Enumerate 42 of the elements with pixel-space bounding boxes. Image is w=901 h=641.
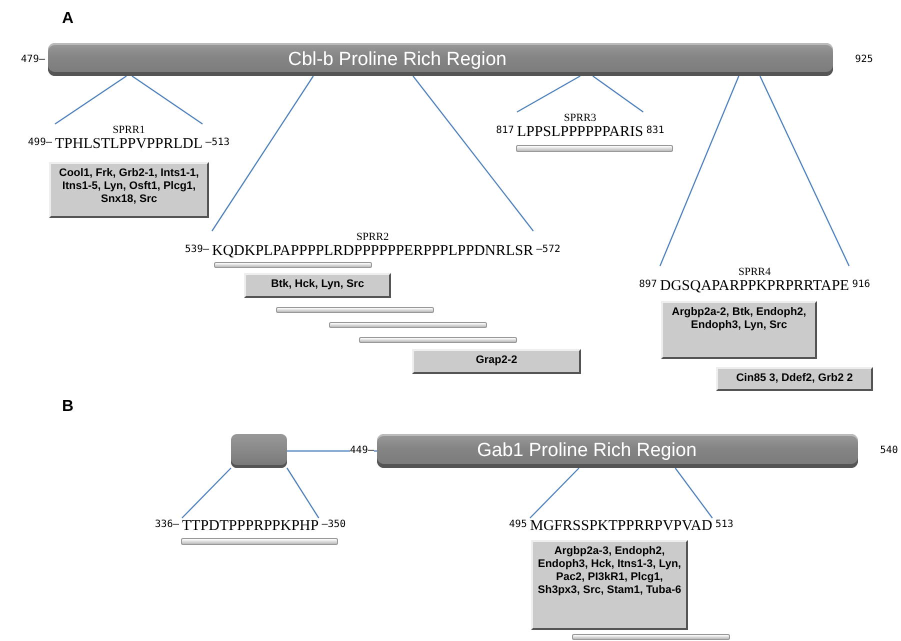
sequence-text: DGSQAPARPPKPRPRRTAPE	[660, 278, 850, 294]
peptide-bar	[359, 337, 517, 343]
binding-partner-box: Grap2-2	[412, 349, 581, 374]
binding-partner-box: Cool1, Frk, Grb2-1, Ints1-1, Itns1-5, Lyn, Osft1, Plcg1, Snx18, Src	[49, 162, 209, 218]
connector-line	[182, 468, 232, 518]
connector-line	[132, 76, 203, 124]
binding-partner-box: Argbp2a-2, Btk, Endoph2, Endoph3, Lyn, Src	[661, 301, 817, 359]
motif-label: SPRR1	[112, 124, 146, 136]
peptide-bar	[516, 145, 673, 152]
protein-region-bar: Gab1 Proline Rich Region	[377, 434, 858, 468]
motif-label: SPRR4	[737, 266, 772, 278]
residue-number: 925	[855, 54, 874, 66]
protein-region-bar: Cbl-b Proline Rich Region	[48, 43, 833, 76]
connector-line	[412, 76, 534, 232]
binding-partner-box: Argbp2a-3, Endoph2, Endoph3, Hck, Itns1-3, Lyn, Pac2, PI3kR1, Plcg1, Sh3px3, Src, Stam1, Tuba-6	[531, 540, 688, 630]
sequence-text: TTPDTPPPRPPKPHP	[182, 518, 319, 534]
peptide-bar	[276, 307, 434, 313]
domain-block	[231, 434, 287, 468]
connector-line	[212, 76, 314, 232]
peptide-bar	[329, 322, 487, 328]
connector-line	[286, 468, 320, 518]
connector-line	[54, 76, 127, 124]
residue-number: 479–	[20, 54, 45, 66]
binding-partner-box: Cin85 3, Ddef2, Grb2 2	[716, 367, 873, 391]
motif-label: SPRR3	[562, 112, 598, 124]
connector-line	[674, 468, 713, 518]
sequence-text: MGFRSSPKTPPRRPVPVAD	[530, 518, 712, 534]
sequence-text: LPPSLPPPPPPARIS	[517, 124, 644, 140]
sequence-text: KQDKPLPAPPPPLRDPPPPPPERPPPLPPDNRLSR	[212, 243, 534, 259]
peptide-bar	[572, 634, 730, 640]
panel-label: B	[62, 398, 74, 416]
connector-line	[516, 75, 581, 113]
connector-line	[659, 76, 740, 266]
motif-label: SPRR2	[355, 231, 390, 243]
binding-partner-box: Btk, Hck, Lyn, Src	[244, 273, 391, 298]
connector-line	[592, 76, 644, 112]
sequence-text: TPHLSTLPPVPPRLDL	[55, 136, 203, 152]
panel-label: A	[62, 10, 74, 28]
peptide-bar	[181, 538, 338, 545]
connector-line	[530, 468, 580, 518]
peptide-bar	[214, 262, 372, 268]
connector-line	[759, 76, 850, 266]
